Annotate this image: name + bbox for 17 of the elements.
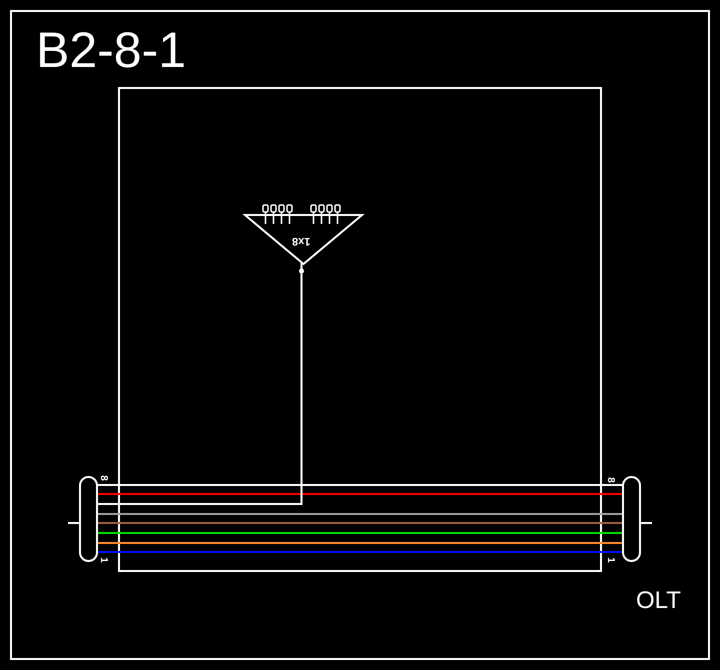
fiber-line (98, 551, 622, 553)
fiber-number: 1 (96, 557, 109, 563)
fiber-line (98, 542, 622, 544)
device-label: OLT (636, 588, 681, 614)
fiber-line (98, 532, 622, 534)
cable-end (622, 476, 641, 562)
fiber-line (98, 522, 622, 524)
fiber-line (98, 493, 622, 495)
fiber-number: 8 (604, 477, 616, 483)
cable-end (79, 476, 98, 562)
fiber-line (98, 513, 622, 515)
splitter-fiber (98, 262, 302, 505)
fiber-number: 1 (604, 557, 616, 563)
cabinet-box (118, 87, 602, 572)
title: B2-8-1 (36, 22, 186, 78)
fiber-number: 8 (96, 475, 109, 481)
fiber-line (98, 484, 622, 486)
